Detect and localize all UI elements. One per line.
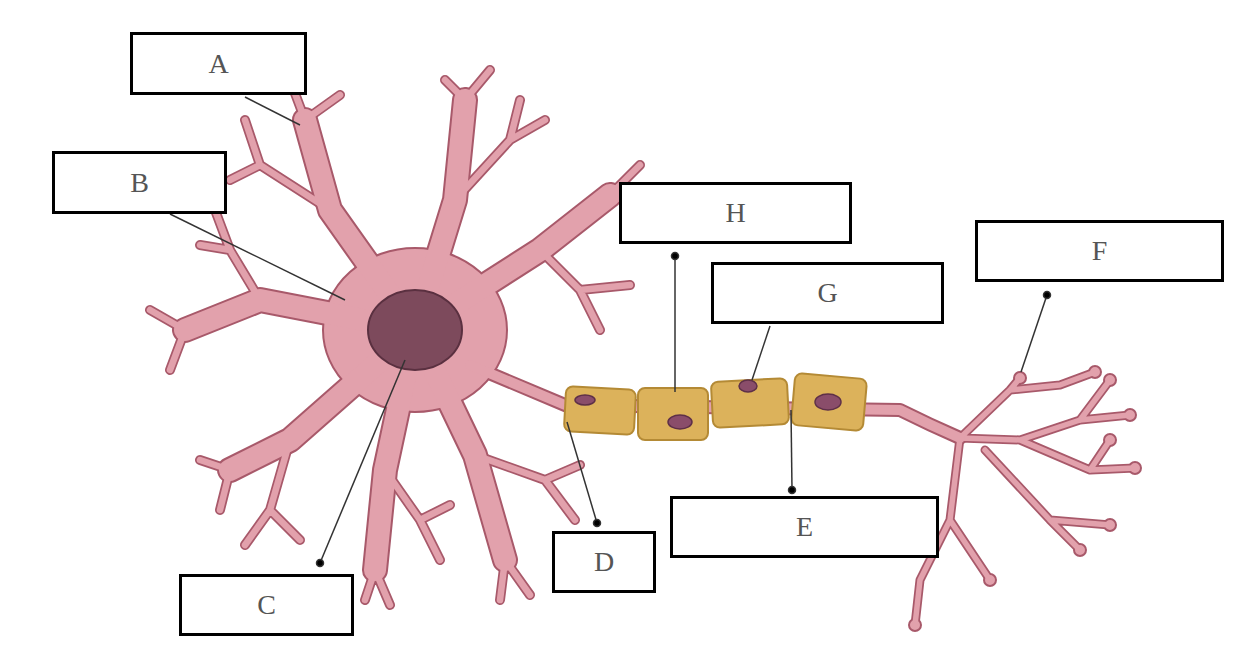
callout-box: E — [670, 496, 939, 558]
callout-box: F — [975, 220, 1224, 282]
callout-letter: C — [257, 591, 276, 619]
callout-letter: D — [594, 548, 614, 576]
callout-box: G — [711, 262, 944, 324]
nucleus — [368, 290, 462, 370]
callout-box: D — [552, 531, 656, 593]
callout-box: C — [179, 574, 354, 636]
terminal-bulbs — [909, 366, 1141, 631]
leader-lines — [170, 97, 1051, 567]
callout-letter: E — [796, 513, 813, 541]
neuron-fill — [150, 70, 1135, 625]
neuron-outline — [150, 70, 1135, 625]
callout-box: A — [130, 32, 307, 95]
callout-box: H — [619, 182, 852, 244]
callout-letter: F — [1092, 237, 1108, 265]
myelin-sheath — [564, 373, 867, 440]
schwann-nuclei — [575, 380, 841, 429]
callout-letter: B — [130, 169, 149, 197]
callout-letter: G — [817, 279, 837, 307]
callout-letter: H — [725, 199, 745, 227]
callout-letter: A — [208, 50, 228, 78]
callout-box: B — [52, 151, 227, 214]
